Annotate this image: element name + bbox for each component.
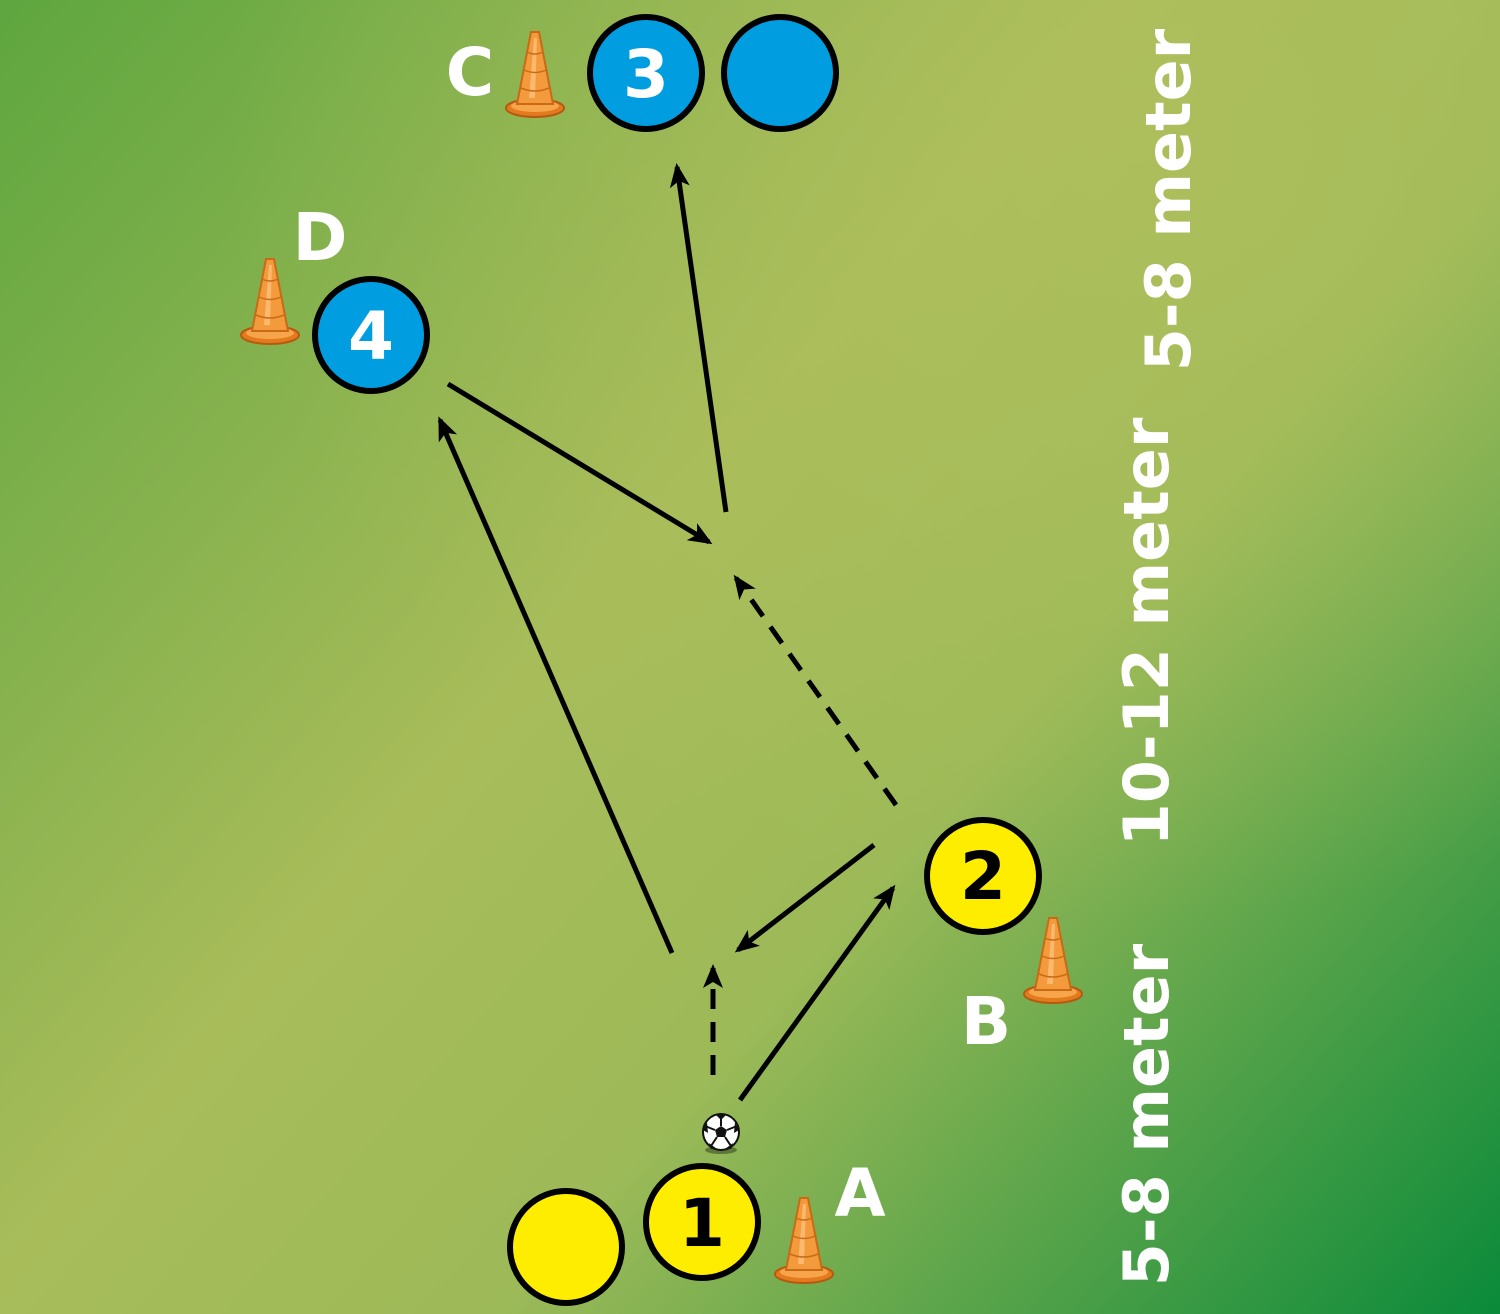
movement-arrows <box>437 163 899 1102</box>
player-3: 3 <box>587 14 705 132</box>
run-arrow-player-2 <box>733 574 899 807</box>
cone-label-a: A <box>834 1155 885 1232</box>
soccer-ball-icon <box>702 1113 740 1154</box>
player-3b <box>721 14 839 132</box>
player-number: 4 <box>348 298 394 375</box>
player-1b <box>507 1188 625 1306</box>
distance-label-top: 5-8 meter <box>1132 28 1205 371</box>
cone-label-b: B <box>961 983 1011 1060</box>
cone-label-d: D <box>293 199 348 276</box>
player-1: 1 <box>643 1163 761 1281</box>
cone-label-c: C <box>446 34 494 111</box>
pass-arrow-to-3 <box>669 163 729 513</box>
distance-label-bottom: 5-8 meter <box>1110 943 1183 1286</box>
pass-arrow-4-to-mid <box>446 381 713 545</box>
player-2: 2 <box>924 817 1042 935</box>
distance-label-middle: 10-12 meter <box>1110 417 1183 846</box>
player-number: 2 <box>960 838 1006 915</box>
player-4: 4 <box>312 276 430 394</box>
pass-arrow-1-to-2 <box>737 884 896 1102</box>
player-number: 1 <box>679 1185 725 1262</box>
player-number: 3 <box>623 36 669 113</box>
pass-arrow-to-4 <box>437 416 675 954</box>
pass-arrow-2-to-1 <box>734 843 876 953</box>
